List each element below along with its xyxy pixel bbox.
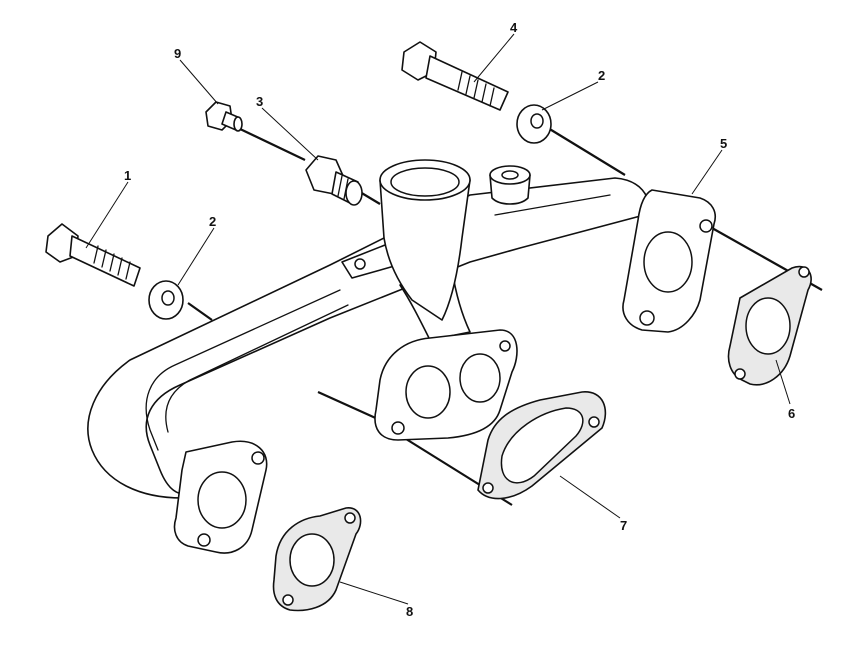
callout-8: 8 [406, 604, 413, 619]
washer-2-lower [148, 280, 184, 320]
callout-4: 4 [510, 20, 518, 35]
bolt-4 [401, 41, 509, 111]
callout-9: 9 [174, 46, 181, 61]
plug-9 [205, 101, 243, 132]
gasket-7 [477, 391, 607, 500]
bolt-1 [45, 223, 141, 287]
callout-2-lower: 2 [209, 214, 216, 229]
callout-6: 6 [788, 406, 795, 421]
callout-3: 3 [256, 94, 263, 109]
manifold-outlet-flange-right [622, 189, 716, 333]
callout-2-upper: 2 [598, 68, 605, 83]
manifold-outlet-flange-left [173, 440, 268, 554]
manifold-riser-outlet [341, 159, 531, 321]
callout-7: 7 [620, 518, 627, 533]
callout-5: 5 [720, 136, 727, 151]
callout-labels: 1 2 3 4 2 5 6 7 8 9 [124, 20, 795, 619]
fitting-3 [305, 155, 363, 206]
gasket-6 [727, 265, 812, 386]
manifold-outlet-flange-center [374, 329, 518, 441]
callout-1: 1 [124, 168, 131, 183]
assembly-axis-lines [187, 127, 823, 506]
gasket-8 [272, 507, 362, 612]
washer-2-upper [516, 104, 552, 144]
leader-lines [85, 33, 791, 605]
